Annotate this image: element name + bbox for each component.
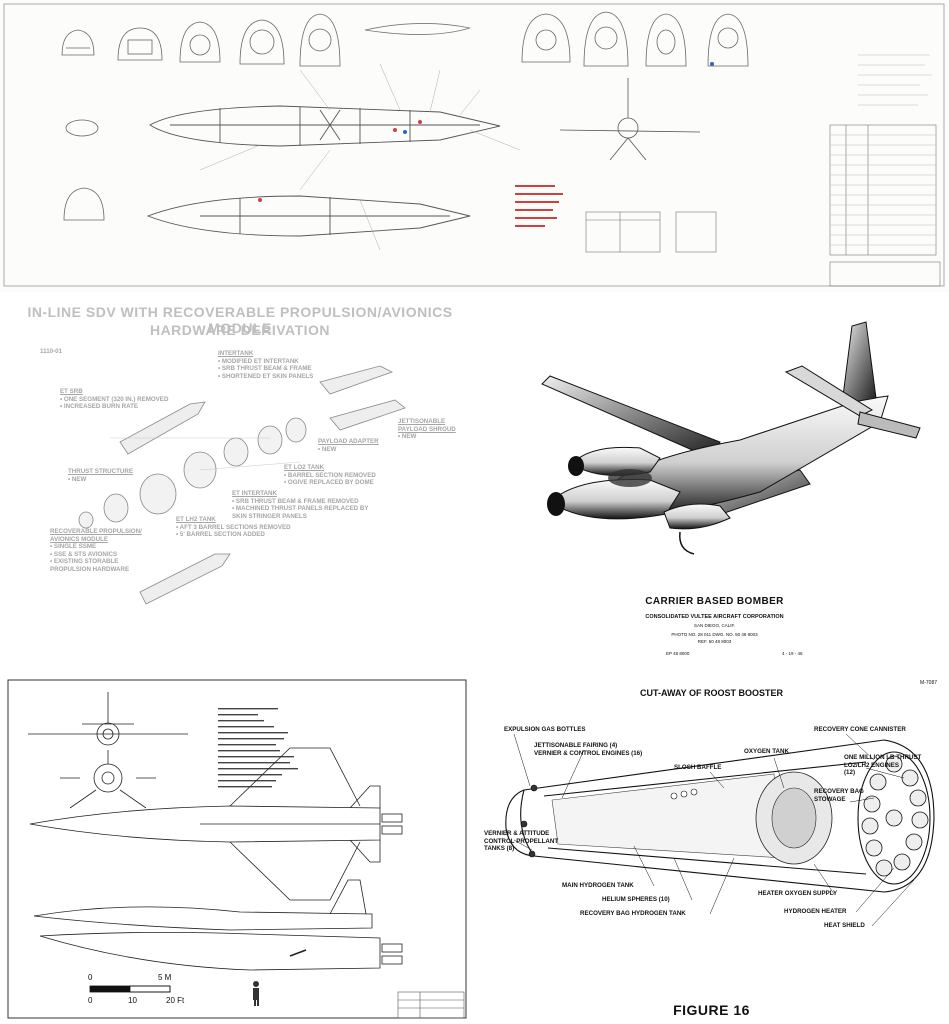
right-stabilizer xyxy=(857,411,921,439)
sdv-figure-number: 1110-01 xyxy=(40,348,63,355)
side-view-fuselage xyxy=(149,105,501,147)
scale-ft-10: 10 xyxy=(128,996,137,1005)
lo2-label: ET LO2 TANK • BARREL SECTION REMOVED • O… xyxy=(284,464,376,486)
label-heat-shield: HEAT SHIELD xyxy=(824,922,865,929)
scale-m-zero: 0 xyxy=(88,973,93,982)
intertank-ring xyxy=(257,425,283,455)
module-ring xyxy=(103,493,129,523)
roost-booster-panel: CUT-AWAY OF ROOST BOOSTER M-7087 xyxy=(474,668,949,1024)
left-engine-nacelle xyxy=(571,446,661,477)
label-heater-oxygen: HEATER OXYGEN SUPPLY xyxy=(758,890,838,897)
scale-bar xyxy=(89,985,171,993)
main-hydrogen-tank-shape xyxy=(551,773,785,859)
bomber-photo-line: PHOTO NO. 28 011 DWG. NO. 50 48 8003 xyxy=(671,632,758,637)
center-nacelle xyxy=(663,503,731,530)
label-oxygen-tank: OXYGEN TANK xyxy=(744,748,789,755)
red-annotations xyxy=(258,120,563,227)
leader-lines xyxy=(513,733,915,927)
module-label: RECOVERABLE PROPULSION/ AVIONICS MODULE … xyxy=(50,528,142,573)
side-view-plane xyxy=(33,879,403,971)
lh2-tank xyxy=(139,553,231,605)
shroud-label: JETTISONABLE PAYLOAD SHROUD • NEW xyxy=(398,418,456,440)
right-engine-nacelle xyxy=(549,479,681,520)
payload-shroud-upper xyxy=(319,365,394,395)
canopy xyxy=(608,469,652,487)
title-block xyxy=(829,261,941,287)
srb-label: ET SRB • ONE SEGMENT (320 IN.) REMOVED •… xyxy=(60,388,168,411)
scale-ft-0: 0 xyxy=(88,996,93,1005)
spaceplane-three-view xyxy=(7,679,467,1019)
fuselage-drawing xyxy=(3,3,945,287)
plan-view-fuselage xyxy=(146,195,471,237)
bomber-ref-line: REF. 50 48 8003 xyxy=(697,639,732,644)
label-helium-spheres: HELIUM SPHERES (10) xyxy=(602,896,670,903)
payload-adapter xyxy=(285,417,307,443)
label-vernier-tanks: VERNIER & ATTITUDE CONTROL PROPELLANT TA… xyxy=(484,830,559,852)
thrust-structure xyxy=(139,473,177,515)
srb-item-2: • INCREASED BURN RATE xyxy=(60,403,139,410)
bomber-city: SAN DIEGO, CALIF. xyxy=(693,623,735,628)
label-main-hydrogen-tank: MAIN HYDROGEN TANK xyxy=(562,882,634,889)
engineering-drawing-panel xyxy=(0,0,949,292)
intertank-label: INTERTANK • MODIFIED ET INTERTANK • SRB … xyxy=(218,350,314,380)
bomber-photo-panel: CARRIER BASED BOMBER CONSOLIDATED VULTEE… xyxy=(480,292,949,668)
thrust-structure-label: THRUST STRUCTURE • NEW xyxy=(68,468,133,483)
left-wing xyxy=(541,375,721,461)
engine-bells xyxy=(861,755,929,877)
parts-table xyxy=(585,124,937,256)
cross-sections-left xyxy=(61,13,341,67)
scale-m-end: 5 M xyxy=(158,973,172,982)
label-fairing: JETTISONABLE FAIRING (4) VERNIER & CONTR… xyxy=(534,742,643,757)
astronaut-figure xyxy=(253,981,259,1006)
srb-heading: ET SRB xyxy=(60,388,83,395)
srb-booster xyxy=(119,401,206,455)
lo2-tank xyxy=(223,437,249,467)
sdv-hardware-panel: IN-LINE SDV WITH RECOVERABLE PROPULSION/… xyxy=(0,292,480,668)
bomber-bottom-left: EP 48 8000 xyxy=(666,651,690,656)
tail-fin xyxy=(841,321,877,405)
label-bag-hydrogen-tank: RECOVERY BAG HYDROGEN TANK xyxy=(580,910,686,917)
booster-body xyxy=(505,739,935,893)
payload-shroud-lower xyxy=(329,399,406,431)
roost-corner-code: M-7087 xyxy=(920,680,937,686)
right-spinner xyxy=(547,492,565,516)
ssme-engine xyxy=(78,511,94,529)
roost-title: CUT-AWAY OF ROOST BOOSTER xyxy=(639,688,783,698)
adapter-label: PAYLOAD ADAPTER • NEW xyxy=(318,438,379,453)
front-view xyxy=(559,78,701,161)
srb-item-1: • ONE SEGMENT (320 IN.) REMOVED xyxy=(60,395,169,403)
label-expulsion-bottles: EXPULSION GAS BOTTLES xyxy=(504,726,586,733)
lh2-label: ET LH2 TANK • AFT 3 BARREL SECTIONS REMO… xyxy=(176,516,291,538)
cross-sections-right xyxy=(521,11,749,67)
left-stabilizer xyxy=(784,365,874,417)
booster-cutaway xyxy=(505,733,935,927)
exploded-assembly xyxy=(78,365,406,605)
scale-ft-20: 20 Ft xyxy=(166,996,185,1005)
bomber-caption: CARRIER BASED BOMBER xyxy=(645,596,784,607)
top-view-plane xyxy=(29,747,403,901)
bomber-bottom-right: 4 - 19 - 46 xyxy=(782,651,803,656)
left-spinner xyxy=(568,456,584,476)
label-hydrogen-heater: HYDROGEN HEATER xyxy=(784,908,847,915)
label-engines: ONE MILLION LB THRUST LO2/LH2 ENGINES (1… xyxy=(844,754,922,776)
sdv-title-line2: HARDWARE DERIVATION xyxy=(149,322,331,338)
label-bag-stowage: RECOVERY BAG STOWAGE xyxy=(814,788,864,803)
sdv-title-line1: IN-LINE SDV WITH RECOVERABLE PROPULSION/… xyxy=(27,304,453,336)
spaceplane-drawing-panel: 0 5 M 0 10 20 Ft xyxy=(0,668,474,1024)
label-slosh-baffle: SLOSH BAFFLE xyxy=(674,764,722,771)
et-intertank-label: ET INTERTANK • SRB THRUST BEAM & FRAME R… xyxy=(232,490,369,520)
figure-label: FIGURE 16 xyxy=(673,1002,750,1018)
label-recovery-cone: RECOVERY CONE CANNISTER xyxy=(814,726,906,733)
bomber-illustration xyxy=(541,321,921,555)
drawing-title-block xyxy=(397,991,465,1019)
front-view-plane xyxy=(28,692,188,809)
bomber-company: CONSOLIDATED VULTEE AIRCRAFT CORPORATION xyxy=(645,614,784,620)
